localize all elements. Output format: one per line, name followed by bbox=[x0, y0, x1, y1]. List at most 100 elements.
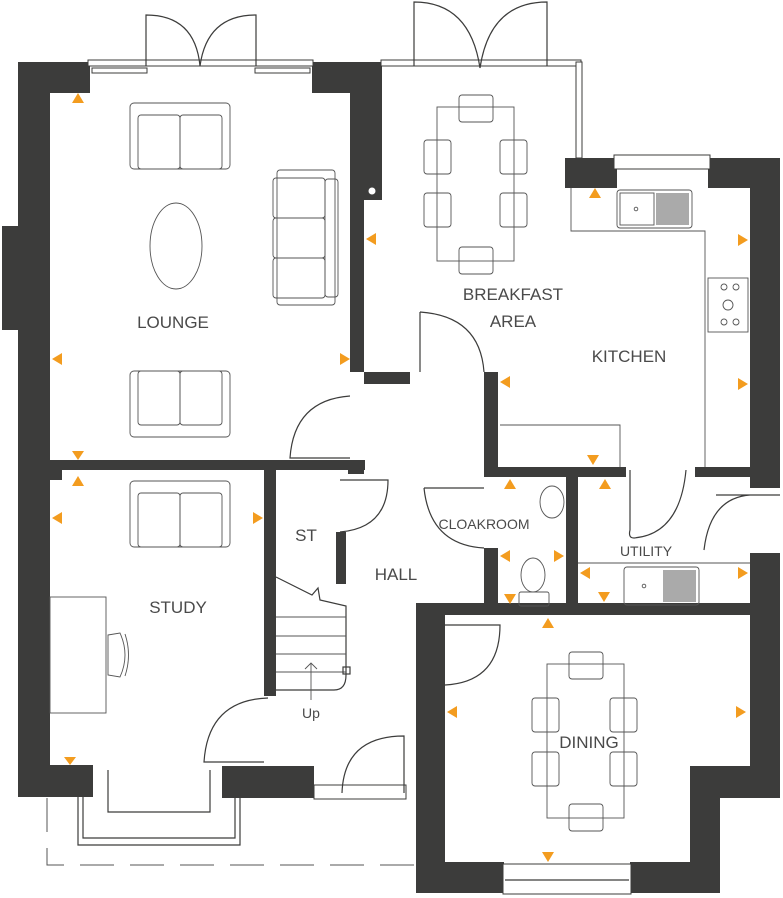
marker-up-icon bbox=[542, 618, 554, 628]
bay-window-study bbox=[77, 797, 241, 846]
marker-down-icon bbox=[598, 592, 610, 602]
marker-right-icon bbox=[340, 353, 350, 365]
internal-doors[interactable] bbox=[203, 311, 780, 763]
french-door-right-breakfast[interactable] bbox=[479, 1, 548, 69]
marker-down-icon bbox=[504, 594, 516, 604]
wall-breakfast-cloak bbox=[484, 372, 498, 474]
marker-right-icon bbox=[253, 512, 263, 524]
wall-study-bottom-left bbox=[18, 765, 93, 797]
sofa-icon bbox=[272, 169, 339, 306]
door-lounge[interactable] bbox=[289, 395, 351, 459]
marker-down-icon bbox=[64, 757, 76, 765]
wall-hall-bottom bbox=[222, 766, 314, 798]
bay-recess bbox=[107, 770, 211, 813]
window-pane bbox=[91, 67, 148, 74]
wall-hall-breakfast bbox=[364, 372, 410, 384]
window-kitchen bbox=[613, 154, 711, 170]
door-store[interactable] bbox=[339, 479, 389, 533]
wall-kitchen-right bbox=[565, 158, 617, 188]
wall-dining-top bbox=[433, 603, 750, 615]
wall-dining-right bbox=[630, 603, 780, 893]
sink-icon bbox=[616, 189, 693, 229]
wall-utility-top bbox=[695, 467, 750, 477]
openings bbox=[46, 1, 711, 895]
wall-lounge-study-end bbox=[50, 466, 62, 480]
window-breakfast-side bbox=[575, 61, 583, 159]
door-study[interactable] bbox=[203, 697, 269, 763]
french-door-left[interactable] bbox=[145, 14, 201, 67]
sink-bowl bbox=[619, 192, 655, 226]
room-label-hall: HALL bbox=[375, 565, 418, 584]
newel-post bbox=[342, 666, 351, 675]
marker-right-icon bbox=[738, 567, 748, 579]
window-dining bbox=[502, 863, 632, 895]
door-utility[interactable] bbox=[628, 469, 687, 539]
socket-markers bbox=[52, 93, 748, 862]
marker-left-icon bbox=[500, 550, 510, 562]
desk-chair-icon bbox=[107, 632, 126, 678]
room-label-store: ST bbox=[295, 526, 317, 545]
marker-left-icon bbox=[52, 353, 62, 365]
drainer bbox=[656, 193, 689, 225]
stair-arrow-head-icon bbox=[304, 662, 318, 670]
room-label-study: STUDY bbox=[149, 598, 207, 617]
room-label-kitchen: KITCHEN bbox=[592, 347, 667, 366]
french-door-left-breakfast[interactable] bbox=[413, 1, 481, 69]
furniture bbox=[49, 94, 750, 832]
room-labels: LOUNGE BREAKFAST AREA KITCHEN STUDY ST H… bbox=[137, 285, 673, 752]
marker-up-icon bbox=[72, 93, 84, 103]
wall-store-top bbox=[348, 460, 364, 474]
door-breakfast[interactable] bbox=[419, 311, 485, 373]
wall-cloak-util bbox=[566, 477, 578, 607]
door-utility-external[interactable] bbox=[703, 494, 780, 551]
marker-left-icon bbox=[366, 233, 376, 245]
marker-down-icon bbox=[587, 455, 599, 465]
door-dining[interactable] bbox=[444, 624, 501, 686]
marker-left-icon bbox=[52, 512, 62, 524]
french-door-right[interactable] bbox=[199, 14, 257, 67]
dining-table bbox=[546, 663, 625, 819]
chair-icon bbox=[531, 651, 638, 832]
wall-lounge-left bbox=[18, 62, 90, 460]
sofa-icon bbox=[129, 480, 231, 548]
door-cloakroom[interactable] bbox=[423, 487, 485, 549]
wall-cloak-top bbox=[484, 467, 626, 477]
utility-sink-drain bbox=[641, 583, 647, 589]
wall-study-left bbox=[18, 460, 50, 770]
wall-dining-left bbox=[416, 603, 504, 893]
boundary-line bbox=[46, 798, 416, 866]
utility-drainer bbox=[663, 570, 696, 602]
chair-icon bbox=[423, 94, 528, 275]
toilet-icon bbox=[520, 557, 546, 593]
wall-study-hall bbox=[264, 466, 276, 696]
room-label-utility: UTILITY bbox=[620, 543, 673, 559]
front-door[interactable] bbox=[341, 735, 405, 794]
staircase bbox=[275, 576, 351, 700]
cistern bbox=[518, 591, 550, 607]
basin-icon bbox=[539, 485, 565, 519]
room-label-cloakroom: CLOAKROOM bbox=[438, 516, 529, 532]
stairs-up-label: Up bbox=[302, 705, 320, 721]
utility-sink-icon bbox=[623, 566, 700, 606]
front-door-frame bbox=[313, 784, 407, 800]
stair-outline bbox=[275, 576, 347, 675]
room-label-dining: DINING bbox=[559, 733, 619, 752]
marker-right-icon bbox=[554, 550, 564, 562]
breakfast-counter bbox=[500, 424, 621, 467]
wall-lounge-top-right bbox=[312, 62, 382, 372]
wall-chimney bbox=[2, 226, 20, 330]
window-pane bbox=[254, 67, 311, 74]
wall-store bbox=[336, 532, 346, 584]
sofa-icon bbox=[129, 370, 231, 438]
sofa-icon bbox=[129, 102, 231, 170]
walls bbox=[2, 62, 780, 893]
marker-up-icon bbox=[599, 479, 611, 489]
coffee-table bbox=[149, 202, 203, 290]
stair-bottom bbox=[276, 674, 347, 691]
marker-down-icon bbox=[542, 852, 554, 862]
marker-right-icon bbox=[736, 706, 746, 718]
hob-icon bbox=[707, 277, 749, 333]
room-label-breakfast: BREAKFAST bbox=[463, 285, 563, 304]
